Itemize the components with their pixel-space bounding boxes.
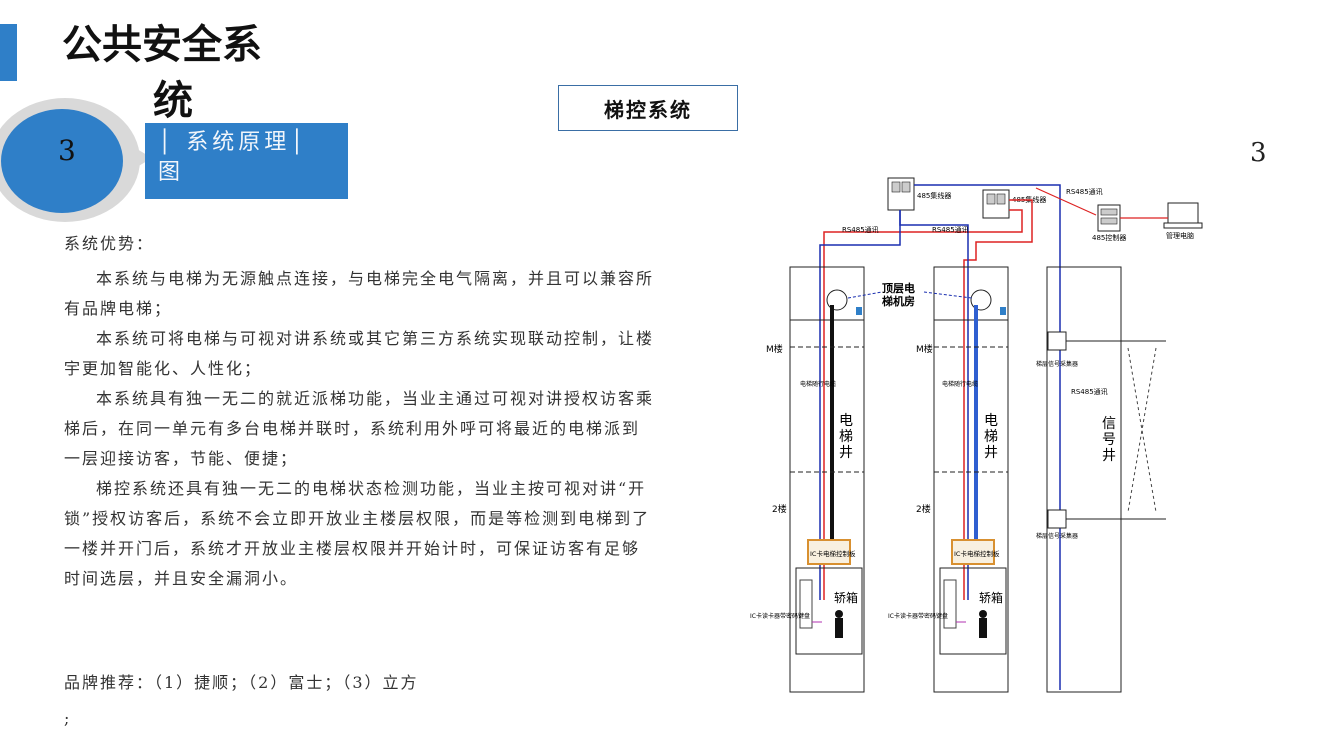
- passenger-1: [835, 610, 843, 638]
- diagram-title: 梯控系统: [558, 85, 738, 131]
- controller-device: [1097, 204, 1121, 232]
- signal-collector-top-label: 梯层信号采集器: [1036, 360, 1078, 368]
- hub-device-2: [982, 189, 1010, 219]
- ic-card-controller-1: [807, 539, 851, 565]
- comm-line-to-controller: [1035, 187, 1097, 216]
- comm-line-red-1: [823, 209, 1023, 600]
- machine-indicator-2: [1000, 307, 1006, 315]
- elevator-shaft-2: [933, 266, 1009, 693]
- car-2-label: 轿箱: [979, 590, 1003, 605]
- elevator-control-diagram: 485集线器 485集线器 485控制器 管理电脑 RS485通讯 RS485通…: [750, 177, 1203, 693]
- elevator-car-1: [795, 567, 863, 655]
- machine-indicator-1: [856, 307, 862, 315]
- page-title-continued: 统: [153, 78, 193, 124]
- section-number-circle: [1, 109, 123, 213]
- advantage-paragraph: 梯控系统还具有独一无二的电梯状态检测功能，当业主按可视对讲“开锁”授权访客后，系…: [64, 479, 651, 588]
- hub-device-1: [887, 177, 915, 211]
- section-label: │ 系统原理│ 图: [158, 130, 308, 185]
- brand-recommendation-tail: ;: [64, 709, 72, 728]
- dashed-link-2: [1127, 347, 1157, 513]
- signal-collector-top: [1047, 331, 1166, 351]
- top-machine-room-label: 顶层电梯机房: [882, 281, 915, 308]
- rs485-label-top: RS485通讯: [1066, 187, 1103, 196]
- room-arrow-right: [923, 291, 973, 299]
- floor-2-label-1: 2楼: [772, 503, 787, 515]
- ic-card-controller-1-label: IC卡电梯控制板: [810, 549, 856, 558]
- floor-m-label-2: M楼: [916, 343, 933, 355]
- shaft-2-label: 电梯井: [984, 413, 998, 461]
- page-number: 3: [1250, 138, 1267, 168]
- management-computer-label: 管理电脑: [1166, 231, 1194, 240]
- dashed-link-1: [1127, 347, 1157, 513]
- controller-device-label: 485控制器: [1092, 233, 1126, 242]
- card-reader-1-label: IC卡读卡器带密码键盘: [750, 612, 810, 620]
- car-1-label: 轿箱: [834, 590, 858, 605]
- hub-device-1-label: 485集线器: [917, 191, 951, 200]
- advantage-paragraph: 本系统与电梯为无源触点连接，与电梯完全电气隔离，并且可以兼容所有品牌电梯；: [64, 269, 655, 318]
- ic-card-controller-2-label: IC卡电梯控制板: [954, 549, 1000, 558]
- brand-recommendation: 品牌推荐：（1）捷顺；（2）富士；（3）立方: [64, 673, 419, 692]
- rs485-label-left: RS485通讯: [842, 225, 879, 234]
- cable-label-1: 电梯随行电缆: [800, 380, 836, 388]
- cable-label-2: 电梯随行电缆: [942, 380, 978, 388]
- room-arrow-left: [847, 291, 883, 299]
- rs485-label-shaft: RS485通讯: [1071, 387, 1108, 396]
- car-panel-2: [943, 579, 957, 629]
- floor-2-label-2: 2楼: [916, 503, 931, 515]
- passenger-2: [979, 610, 987, 638]
- elevator-car-2: [939, 567, 1007, 655]
- signal-shaft-label: 信号井: [1102, 416, 1116, 464]
- signal-shaft: [1046, 266, 1122, 693]
- car-panel-1: [799, 579, 813, 629]
- card-reader-2-label: IC卡读卡器带密码键盘: [888, 612, 948, 620]
- comm-line-blue-1: [819, 210, 901, 600]
- comm-line-red-2: [963, 199, 1033, 600]
- advantage-paragraph: 本系统可将电梯与可视对讲系统或其它第三方系统实现联动控制，让楼宇更加智能化、人性…: [64, 329, 655, 378]
- floor-m-label-1: M楼: [766, 343, 783, 355]
- advantages-heading: 系统优势：: [64, 234, 155, 253]
- signal-collector-bottom-label: 梯层信号采集器: [1036, 532, 1078, 540]
- advantage-paragraph: 本系统具有独一无二的就近派梯功能，当业主通过可视对讲授权访客乘梯后，在同一单元有…: [64, 389, 655, 468]
- section-number: 3: [58, 134, 76, 167]
- comm-line-blue-2: [899, 210, 969, 600]
- management-computer: [1163, 202, 1203, 229]
- ic-card-controller-2: [951, 539, 995, 565]
- section-label-box: [145, 123, 348, 199]
- page-title: 公共安全系: [62, 22, 262, 68]
- elevator-shaft-1: [789, 266, 865, 693]
- header-accent-bar: [0, 24, 17, 81]
- signal-collector-bottom: [1047, 509, 1166, 529]
- rs485-label-mid: RS485通讯: [932, 225, 969, 234]
- advantages-list: 本系统与电梯为无源触点连接，与电梯完全电气隔离，并且可以兼容所有品牌电梯； 本系…: [64, 264, 654, 594]
- shaft-1-label: 电梯井: [839, 413, 853, 461]
